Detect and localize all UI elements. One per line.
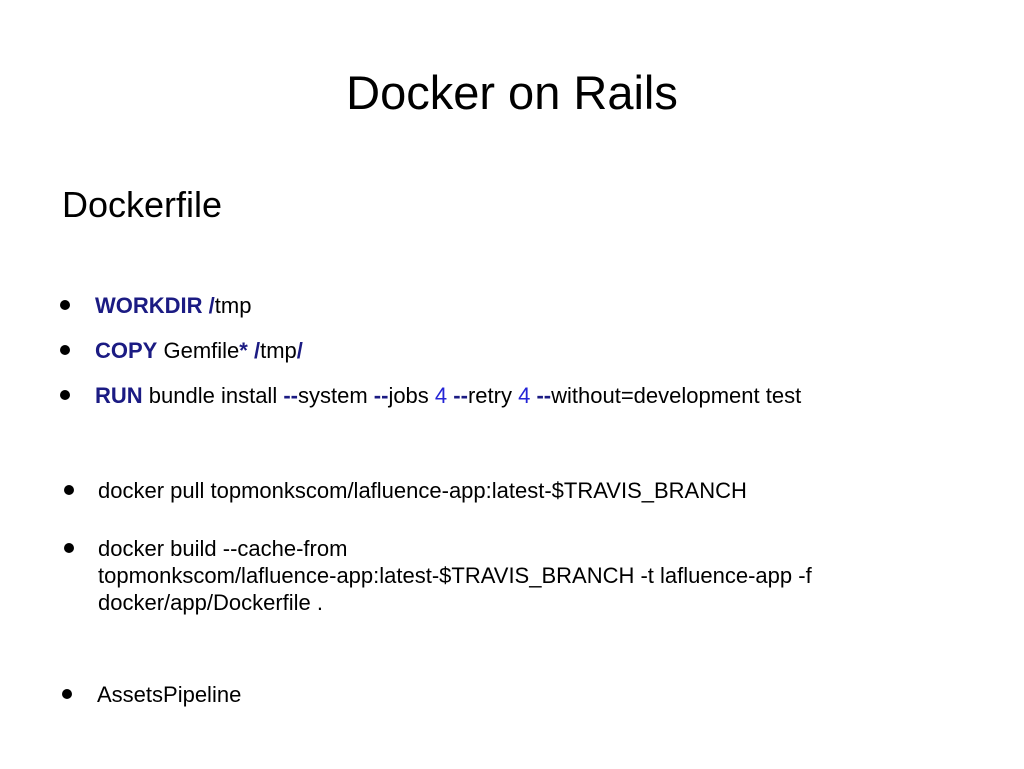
bullet-dot (64, 485, 74, 495)
list-item-copy: COPY Gemfile* /tmp/ (60, 339, 801, 362)
text-segment: retry (467, 383, 519, 408)
text-segment: -- (453, 383, 468, 408)
bullet-text-workdir: WORKDIR /tmp (95, 294, 251, 317)
bullet-text-run: RUN bundle install --system --jobs 4 --r… (95, 384, 801, 407)
bullet-text-docker-pull: docker pull topmonkscom/lafluence-app:la… (98, 477, 747, 504)
text-segment: without=development test (551, 383, 802, 408)
list-item-assets-pipeline: AssetsPipeline (62, 683, 241, 706)
command-line: AssetsPipeline (97, 682, 242, 707)
text-segment: RUN (95, 383, 143, 408)
text-segment: bundle install (142, 383, 284, 408)
text-segment: jobs (388, 383, 435, 408)
text-segment: / (253, 338, 261, 363)
text-segment: system (297, 383, 374, 408)
list-item-workdir: WORKDIR /tmp (60, 294, 801, 317)
text-segment: Gemfile (157, 338, 240, 363)
command-line: docker build --cache-from (98, 536, 348, 561)
bullet-text-copy: COPY Gemfile* /tmp/ (95, 339, 303, 362)
text-segment: 4 (518, 383, 531, 408)
command-line: docker/app/Dockerfile . (98, 590, 323, 615)
command-line: topmonkscom/lafluence-app:latest-$TRAVIS… (98, 563, 812, 588)
list-item-docker-pull: docker pull topmonkscom/lafluence-app:la… (64, 477, 812, 504)
docker-command-list: docker pull topmonkscom/lafluence-app:la… (64, 477, 812, 616)
slide-subtitle: Dockerfile (62, 184, 223, 225)
text-segment: COPY (95, 338, 158, 363)
dockerfile-instruction-list: WORKDIR /tmp COPY Gemfile* /tmp/ RUN bun… (60, 294, 801, 429)
bullet-text-assets-pipeline: AssetsPipeline (97, 683, 241, 706)
list-item-run: RUN bundle install --system --jobs 4 --r… (60, 384, 801, 407)
text-segment: / (208, 293, 215, 318)
text-segment: -- (536, 383, 552, 408)
bullet-dot (60, 300, 70, 310)
text-segment: -- (283, 383, 298, 408)
text-segment: tmp (214, 293, 252, 318)
bullet-dot (62, 689, 72, 699)
text-segment: / (296, 338, 303, 363)
bullet-dot (60, 345, 70, 355)
slide-title: Docker on Rails (346, 66, 678, 119)
text-segment: * (239, 338, 248, 363)
bullet-dot (64, 543, 74, 553)
assets-pipeline-list: AssetsPipeline (62, 683, 241, 706)
bullet-dot (60, 390, 70, 400)
text-segment: tmp (260, 338, 297, 363)
text-segment: -- (373, 383, 389, 408)
text-segment: WORKDIR (95, 293, 203, 318)
command-line: docker pull topmonkscom/lafluence-app:la… (98, 478, 747, 503)
text-segment: 4 (434, 383, 448, 408)
